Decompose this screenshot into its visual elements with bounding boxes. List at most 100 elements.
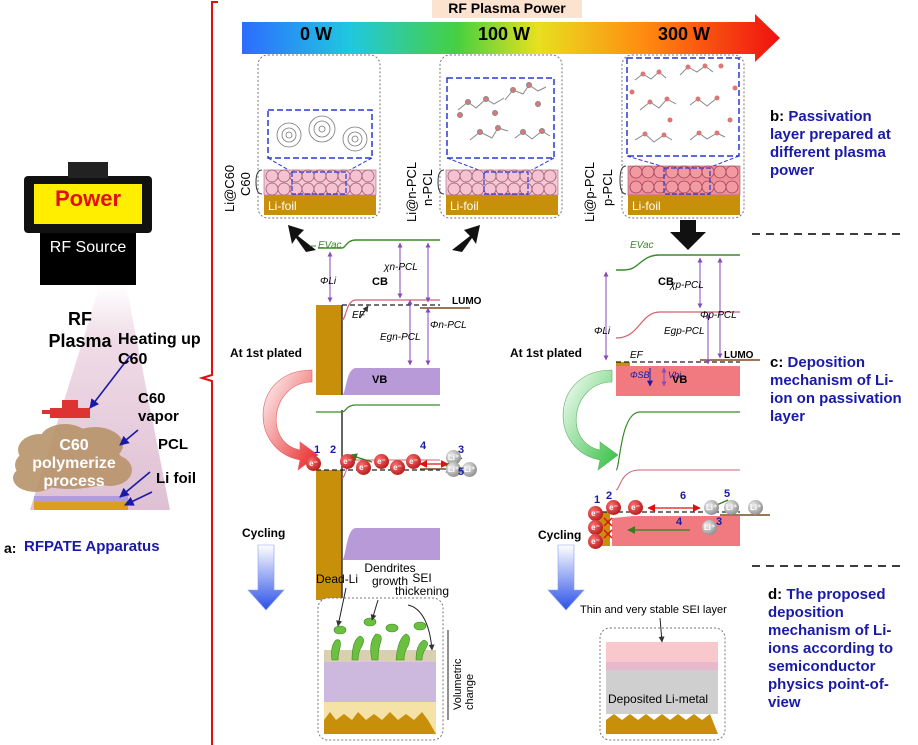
left-step-3: 3 (458, 444, 465, 456)
electron-particle: e⁻ (606, 500, 621, 515)
section-separators (752, 233, 900, 567)
caption-c-text: Deposition mechanism of Li-ion on passiv… (770, 354, 902, 425)
band-diagram-right (562, 254, 760, 471)
electron-particle: e⁻ (588, 506, 603, 521)
panel2-foil-label: Li-foil (450, 199, 479, 213)
left-vb: VB (372, 374, 388, 386)
panel-n-pcl (439, 54, 563, 219)
panel1-layer-label: C60 (238, 172, 253, 196)
right-step-4: 4 (676, 516, 683, 528)
dendrites-label: Dendrites growth (364, 561, 416, 588)
right-step-6: 6 (680, 490, 687, 502)
polymerize-label: C60 polymerize process (32, 437, 116, 490)
cycling-label-left: Cycling (242, 526, 286, 540)
li-ion-particle: Li⁺ (446, 462, 461, 477)
left-phi-li: ΦLi (320, 276, 337, 287)
li-ion-particle: Li⁺ (462, 462, 477, 477)
caption-a-text: RFPATE Apparatus (24, 538, 160, 555)
result-box-left (317, 587, 449, 741)
right-evac: EVac (630, 240, 654, 251)
right-chi: χp-PCL (670, 280, 704, 291)
caption-b-text: Passivation layer prepared at different … (770, 108, 891, 179)
header-title: RF Plasma Power (448, 0, 566, 16)
right-phi-sb: ΦSB (630, 370, 650, 380)
power-label-0w: 0 W (300, 24, 333, 44)
heating-label: Heating up C60 (118, 331, 201, 368)
electron-particle: e⁻ (374, 454, 389, 469)
right-eg: Egp-PCL (664, 326, 705, 337)
caption-d: d: The proposed deposition mechanism of … (768, 586, 908, 712)
power-label: Power (54, 186, 122, 211)
vapor-label: C60 vapor (138, 390, 179, 425)
right-step-1: 1 (594, 494, 601, 506)
right-vb: VB (672, 374, 688, 386)
panel3-layer-label: p-PCL (600, 169, 615, 206)
electron-particle: e⁻ (628, 500, 643, 515)
cycling-label-right: Cycling (538, 528, 582, 542)
electron-particle: e⁻ (390, 460, 405, 475)
electron-particle: e⁻ (356, 460, 371, 475)
right-lumo: LUMO (724, 350, 754, 361)
sei-thickening-label: SEI thickening (394, 571, 450, 598)
panel3-side-label: Li@p-PCL (582, 161, 597, 222)
right-step-2: 2 (606, 490, 613, 502)
layer-brackets (255, 165, 627, 195)
panel2-layer-label: n-PCL (420, 169, 435, 206)
caption-c-key: c: (770, 354, 784, 371)
dead-li-label: Dead-Li (316, 572, 359, 586)
right-first-plated: At 1st plated (510, 346, 583, 360)
li-ion-particle: Li⁺ (704, 500, 719, 515)
right-step-5: 5 (724, 488, 731, 500)
left-step-1: 1 (314, 444, 321, 456)
band-diagram-left (262, 239, 470, 471)
caption-b: b: Passivation layer prepared at differe… (770, 108, 910, 180)
caption-d-text: The proposed deposition mechanism of Li-… (768, 586, 894, 711)
right-ef: EF (630, 350, 643, 361)
left-step-4: 4 (420, 440, 427, 452)
power-label-300w: 300 W (658, 24, 711, 44)
panel-c60 (257, 54, 381, 219)
deposition-left (316, 404, 470, 600)
volumetric-label: Volumetric change (452, 658, 476, 710)
power-label-100w: 100 W (478, 24, 531, 44)
panel-p-pcl (621, 54, 745, 219)
li-foil-label: Li foil (156, 470, 196, 487)
left-cb: CB (372, 276, 388, 288)
caption-c: c: Deposition mechanism of Li-ion on pas… (770, 354, 910, 426)
panel3-foil-label: Li-foil (632, 199, 661, 213)
electron-particle: e⁻ (340, 454, 355, 469)
left-ef: EF (352, 310, 365, 321)
left-chi: χn-PCL (384, 262, 418, 273)
panel1-side-label: Li@C60 (222, 164, 237, 212)
power-gradient-arrow (242, 14, 780, 62)
left-step-5: 5 (458, 466, 465, 478)
red-bracket (198, 1, 218, 745)
caption-d-key: d: (768, 586, 783, 603)
caption-a-key: a: (4, 540, 17, 556)
rf-source-label: RF Source (49, 239, 127, 256)
right-cb: CB (658, 276, 674, 288)
right-vbi: Vbi (668, 370, 682, 380)
right-step-3: 3 (716, 516, 723, 528)
cycling-arrows (247, 544, 585, 611)
header-title-box (432, 0, 582, 18)
pcl-label: PCL (158, 436, 188, 453)
left-evac: EVac (318, 240, 342, 251)
left-eg: Egn-PCL (380, 332, 421, 343)
left-lumo: LUMO (452, 296, 482, 307)
electron-particle: e⁻ (306, 456, 321, 471)
li-ion-particle: Li⁺ (724, 500, 739, 515)
li-ion-particle: Li⁺ (748, 500, 763, 515)
apparatus-illustration (13, 162, 170, 510)
electron-particle: e⁻ (406, 454, 421, 469)
electron-particle: e⁻ (588, 520, 603, 535)
caption-b-key: b: (770, 108, 785, 125)
result-box-right (599, 617, 726, 741)
panel2-side-label: Li@n-PCL (404, 161, 419, 222)
left-phi: Φn-PCL (430, 320, 467, 331)
right-phi-li: ΦLi (594, 326, 611, 337)
black-arrows (288, 220, 706, 252)
li-ion-particle: Li⁺ (446, 450, 461, 465)
electron-particle: e⁻ (588, 534, 603, 549)
